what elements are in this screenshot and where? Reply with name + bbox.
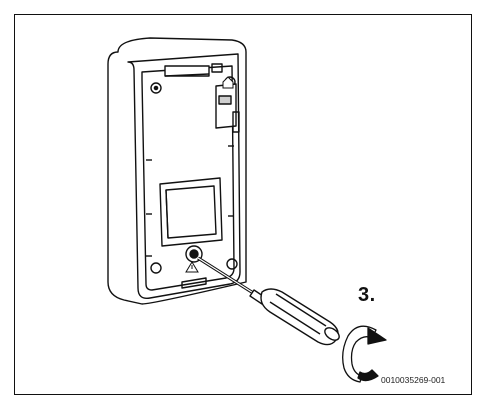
warning-triangle-icon [185, 261, 199, 273]
screwdriver-icon [185, 245, 340, 346]
house-icon [222, 76, 234, 89]
counterclockwise-arrow-icon [342, 325, 387, 383]
wall-mount-housing-icon [107, 37, 247, 305]
step-number-label: 3. [358, 284, 376, 306]
figure-id-label: 0010035269-001 [381, 375, 446, 385]
